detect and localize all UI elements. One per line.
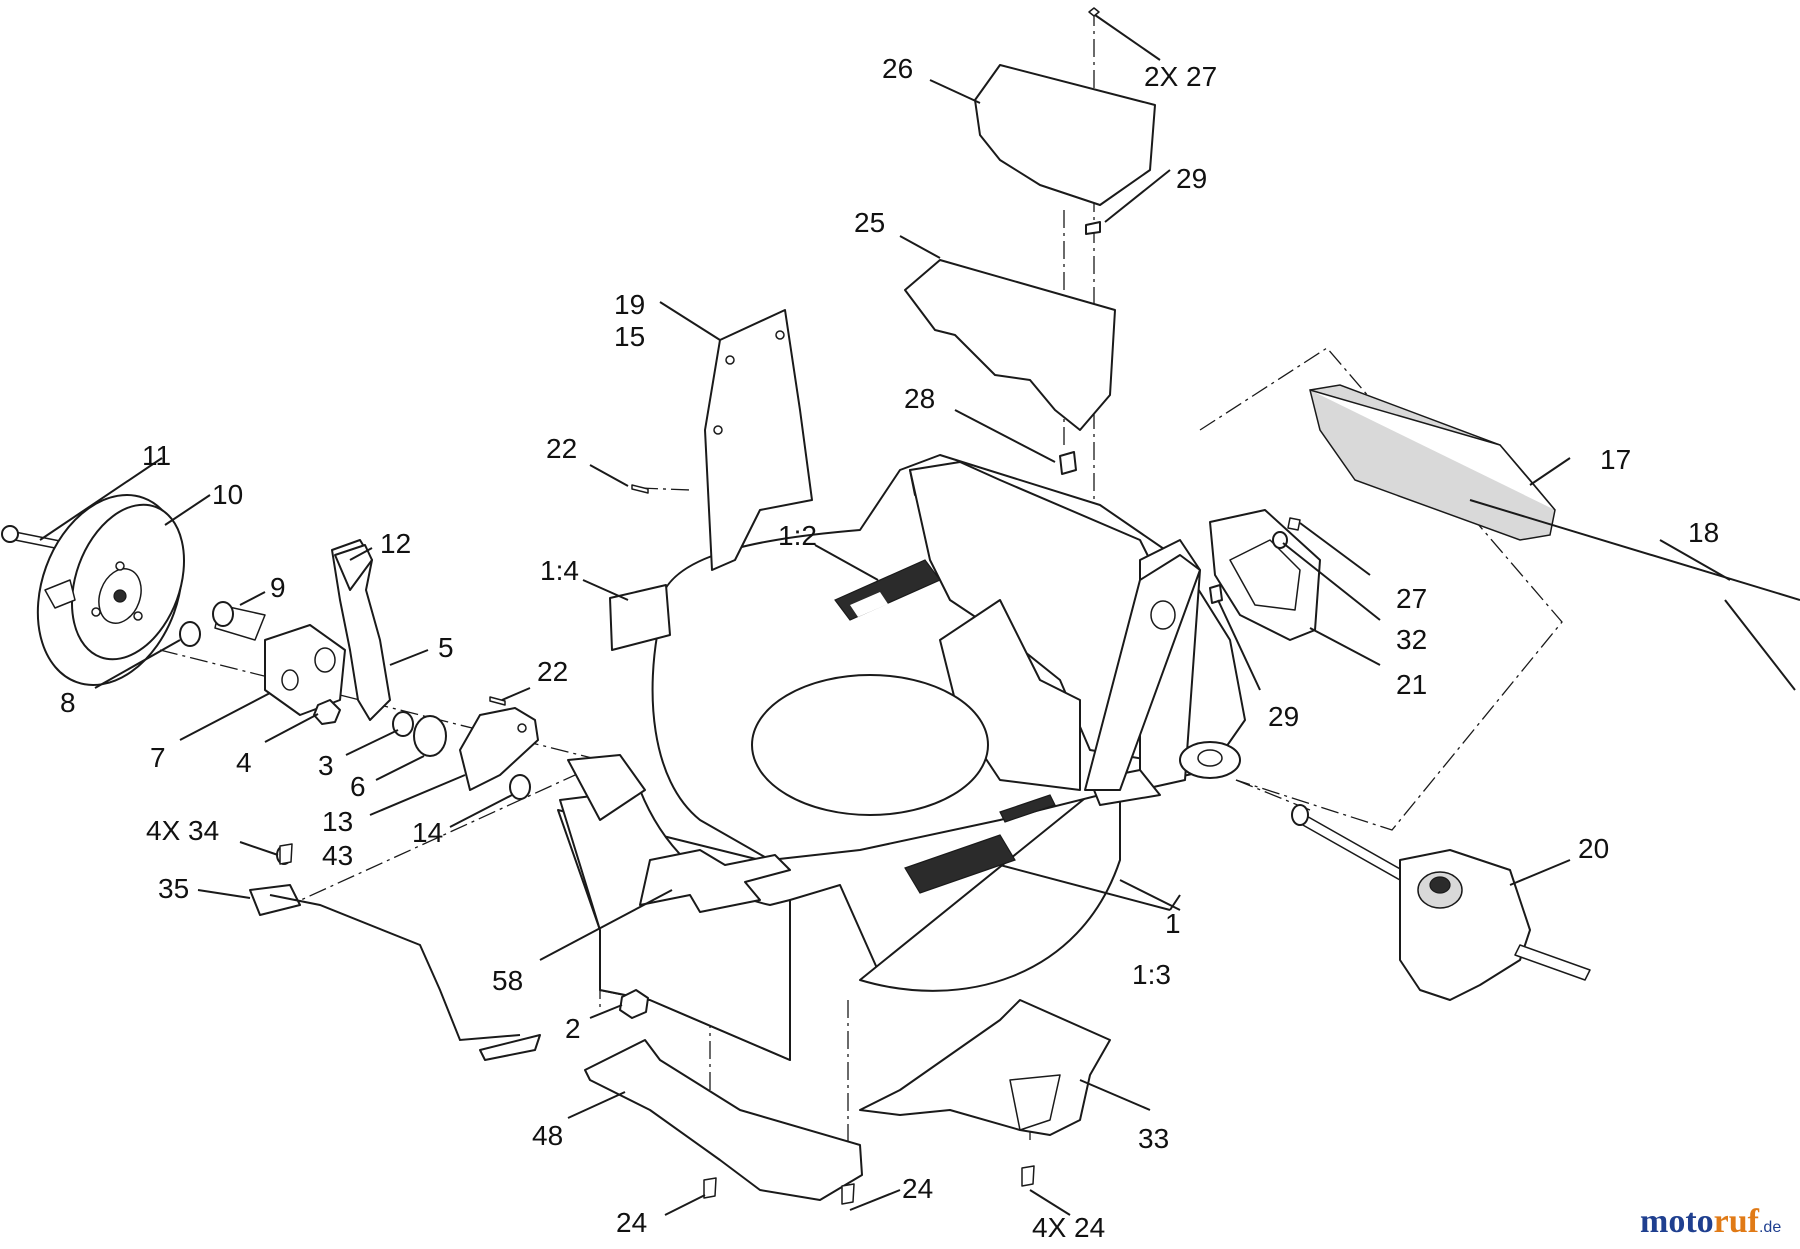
callout-58: 58 bbox=[492, 965, 523, 996]
callout-12: 12 bbox=[380, 528, 411, 559]
rod-18 bbox=[1469, 499, 1800, 691]
callout-48: 48 bbox=[532, 1120, 563, 1151]
callout-8: 8 bbox=[60, 687, 76, 718]
axle-rod-35 bbox=[249, 845, 541, 1061]
callout-22-lower: 22 bbox=[537, 656, 568, 687]
callout-29-right: 29 bbox=[1268, 701, 1299, 732]
callout-18: 18 bbox=[1688, 517, 1719, 548]
callout-10: 10 bbox=[212, 479, 243, 510]
callout-28: 28 bbox=[904, 383, 935, 414]
callout-33: 33 bbox=[1138, 1123, 1169, 1154]
callout-34: 4X 34 bbox=[146, 815, 219, 846]
callout-15: 15 bbox=[614, 321, 645, 352]
callout-29-top: 29 bbox=[1176, 163, 1207, 194]
watermark-moto: moto bbox=[1640, 1203, 1714, 1240]
callout-6: 6 bbox=[350, 771, 366, 802]
decals bbox=[609, 559, 1056, 913]
callout-26: 26 bbox=[882, 53, 913, 84]
callout-24-mid: 24 bbox=[902, 1173, 933, 1204]
callout-2: 2 bbox=[565, 1013, 581, 1044]
callout-32: 32 bbox=[1396, 624, 1427, 655]
watermark-ruf: ruf bbox=[1714, 1203, 1760, 1240]
callout-4: 4 bbox=[236, 747, 252, 778]
callout-9: 9 bbox=[270, 572, 286, 603]
cover-25 bbox=[904, 259, 1116, 431]
callout-1-2: 1:2 bbox=[778, 520, 817, 551]
watermark-suffix: .de bbox=[1759, 1219, 1781, 1236]
watermark-logo: motoruf.de bbox=[1640, 1203, 1781, 1240]
callout-1: 1 bbox=[1165, 908, 1181, 939]
callout-24-left: 24 bbox=[616, 1207, 647, 1238]
callout-14: 14 bbox=[412, 817, 443, 848]
handle-bracket bbox=[1084, 509, 1321, 791]
callout-5: 5 bbox=[438, 632, 454, 663]
callout-3: 3 bbox=[318, 750, 334, 781]
callout-1-4: 1:4 bbox=[540, 555, 579, 586]
callout-24-right: 4X 24 bbox=[1032, 1212, 1105, 1243]
callout-labels: 1 1:2 1:3 1:4 2 3 4 5 6 7 8 9 10 11 12 1… bbox=[60, 53, 1719, 1243]
skid-plate-48 bbox=[584, 1039, 863, 1201]
callout-20: 20 bbox=[1578, 833, 1609, 864]
callout-7: 7 bbox=[150, 742, 166, 773]
callout-1-3: 1:3 bbox=[1132, 959, 1171, 990]
leader-lines bbox=[39, 14, 1731, 1216]
callout-19: 19 bbox=[614, 289, 645, 320]
callout-35: 35 bbox=[158, 873, 189, 904]
callout-25: 25 bbox=[854, 207, 885, 238]
baffle-19-15 bbox=[704, 309, 813, 571]
callout-13: 13 bbox=[322, 806, 353, 837]
fasteners bbox=[279, 7, 1301, 1205]
bag-lid-17 bbox=[1309, 384, 1556, 541]
callout-21: 21 bbox=[1396, 669, 1427, 700]
callout-43: 43 bbox=[322, 840, 353, 871]
callout-27-top: 2X 27 bbox=[1144, 61, 1217, 92]
svg-text:motoruf.de: motoruf.de bbox=[1640, 1203, 1781, 1240]
callout-27-right: 27 bbox=[1396, 583, 1427, 614]
transmission-20 bbox=[1291, 804, 1591, 1001]
callout-22-upper: 22 bbox=[546, 433, 577, 464]
chute-33 bbox=[859, 999, 1111, 1136]
callout-17: 17 bbox=[1600, 444, 1631, 475]
cover-26 bbox=[974, 64, 1156, 206]
nut-2 bbox=[619, 989, 649, 1019]
callout-11: 11 bbox=[142, 440, 171, 471]
